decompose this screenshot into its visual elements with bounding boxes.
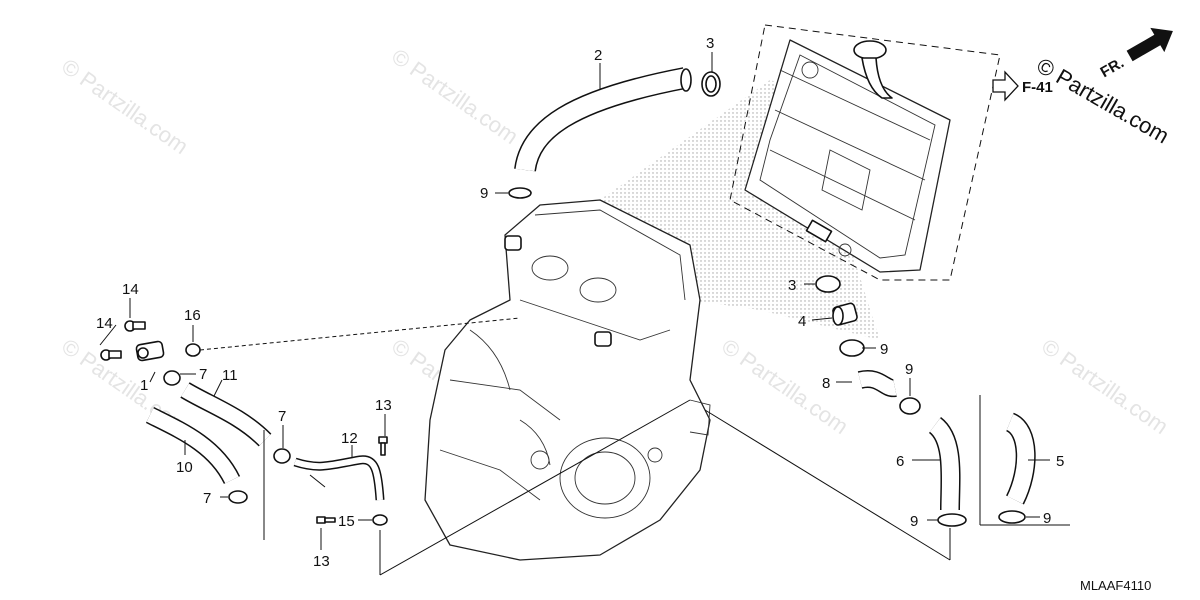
watermark: © Partzilla.com [387, 44, 523, 150]
callout-14: 14 [96, 315, 113, 332]
watermark: © Partzilla.com [717, 334, 853, 440]
reference-arrow-icon [992, 70, 1019, 102]
callout-9: 9 [905, 361, 913, 378]
part-7-clamp-b [273, 448, 291, 464]
part-14-bolt-lower [100, 349, 122, 361]
callout-16: 16 [184, 307, 201, 324]
callout-13: 13 [375, 397, 392, 414]
part-3-hose-clamp-upper [701, 71, 721, 97]
dashed-reference-lines [199, 317, 951, 576]
callout-7: 7 [278, 408, 286, 425]
part-7-clamp-a [163, 370, 181, 386]
part-11-hose [180, 382, 272, 447]
part-13-bolt-upper [378, 436, 388, 456]
callout-5: 5 [1056, 453, 1064, 470]
part-9-clamp-hose8 [899, 397, 921, 415]
part-7-clamp-c [228, 490, 248, 504]
part-3-hose-clamp-lower [815, 275, 841, 293]
part-13-bolt-lower [316, 516, 336, 524]
callout-8: 8 [822, 375, 830, 392]
part-15-o-ring [372, 514, 388, 526]
reference-label: F-41 [1022, 79, 1053, 96]
callout-2: 2 [594, 47, 602, 64]
callout-3: 3 [788, 277, 796, 294]
part-9-clamp-hose2 [508, 187, 532, 199]
callout-3: 3 [706, 35, 714, 52]
part-5-hose [1004, 412, 1036, 505]
callout-6: 6 [896, 453, 904, 470]
radiator-reference-outline [729, 24, 1001, 281]
callout-14: 14 [122, 281, 139, 298]
callout-10: 10 [176, 459, 193, 476]
callout-4: 4 [798, 313, 806, 330]
callout-1: 1 [140, 377, 148, 394]
part-2-upper-radiator-hose [514, 67, 692, 172]
callout-12: 12 [341, 430, 358, 447]
callout-7: 7 [199, 366, 207, 383]
part-9-clamp-hose5 [998, 510, 1026, 524]
diagram-code: MLAAF4110 [1080, 578, 1151, 593]
callouts: 2 3 9 3 4 9 8 9 6 9 5 9 14 14 16 1 7 11 … [96, 35, 1064, 570]
part-1-water-joint [135, 340, 165, 362]
radiator-assembly [744, 39, 951, 273]
leader-lines [99, 52, 1050, 550]
callout-9: 9 [480, 185, 488, 202]
callout-9: 9 [1043, 510, 1051, 527]
callout-15: 15 [338, 513, 355, 530]
front-label: FR. [1098, 54, 1127, 81]
callout-9: 9 [880, 341, 888, 358]
callout-9: 9 [910, 513, 918, 530]
part-9-clamp-hose4 [839, 339, 865, 357]
watermark: © Partzilla.com [1037, 334, 1173, 440]
part-8-elbow-hose [857, 370, 897, 398]
callout-11: 11 [222, 367, 238, 384]
front-direction-indicator: FR. [1098, 27, 1173, 81]
part-6-hose [928, 417, 961, 511]
part-5-bracket [979, 395, 1070, 526]
callout-13: 13 [313, 553, 330, 570]
part-10-hose [145, 406, 241, 485]
engine-block [424, 199, 711, 561]
part-12-water-pipe [293, 455, 385, 501]
callout-7: 7 [203, 490, 211, 507]
part-14-bolt-upper [124, 320, 146, 332]
watermark: © Partzilla.com [57, 54, 193, 160]
reference-f41: F-41 [992, 70, 1053, 102]
front-arrow-icon [1126, 27, 1173, 62]
part-4-short-hose [832, 302, 858, 326]
part-16-o-ring [185, 343, 201, 357]
part-9-clamp-hose6 [937, 513, 967, 527]
